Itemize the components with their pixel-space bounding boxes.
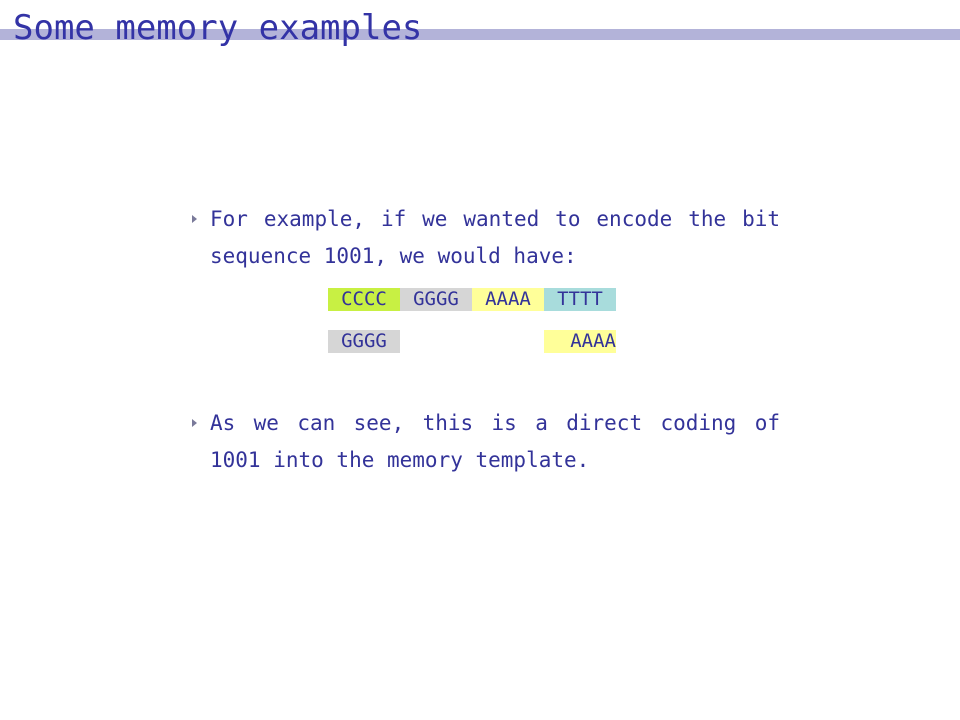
sequence-block: GGGG [400, 288, 472, 311]
bullet-item: As we can see, this is a direct coding o… [192, 405, 780, 479]
bullet-item: For example, if we wanted to encode the … [192, 201, 780, 275]
slide-title: Some memory examples [13, 8, 423, 48]
bullet-arrow-icon [192, 419, 197, 427]
bullet-arrow-icon [192, 215, 197, 223]
sequence-block: GGGG [328, 330, 400, 353]
sequence-block: AAAA [472, 288, 544, 311]
title-underline-bar [0, 29, 960, 40]
sequence-block-empty [400, 330, 472, 353]
bullet-text: As we can see, this is a direct coding o… [210, 411, 780, 472]
sequence-block: AAAA [544, 330, 616, 353]
sequence-block: CCCC [328, 288, 400, 311]
bullet-text: For example, if we wanted to encode the … [210, 207, 780, 268]
sequence-block: TTTT [544, 288, 616, 311]
sequence-block-empty [472, 330, 544, 353]
